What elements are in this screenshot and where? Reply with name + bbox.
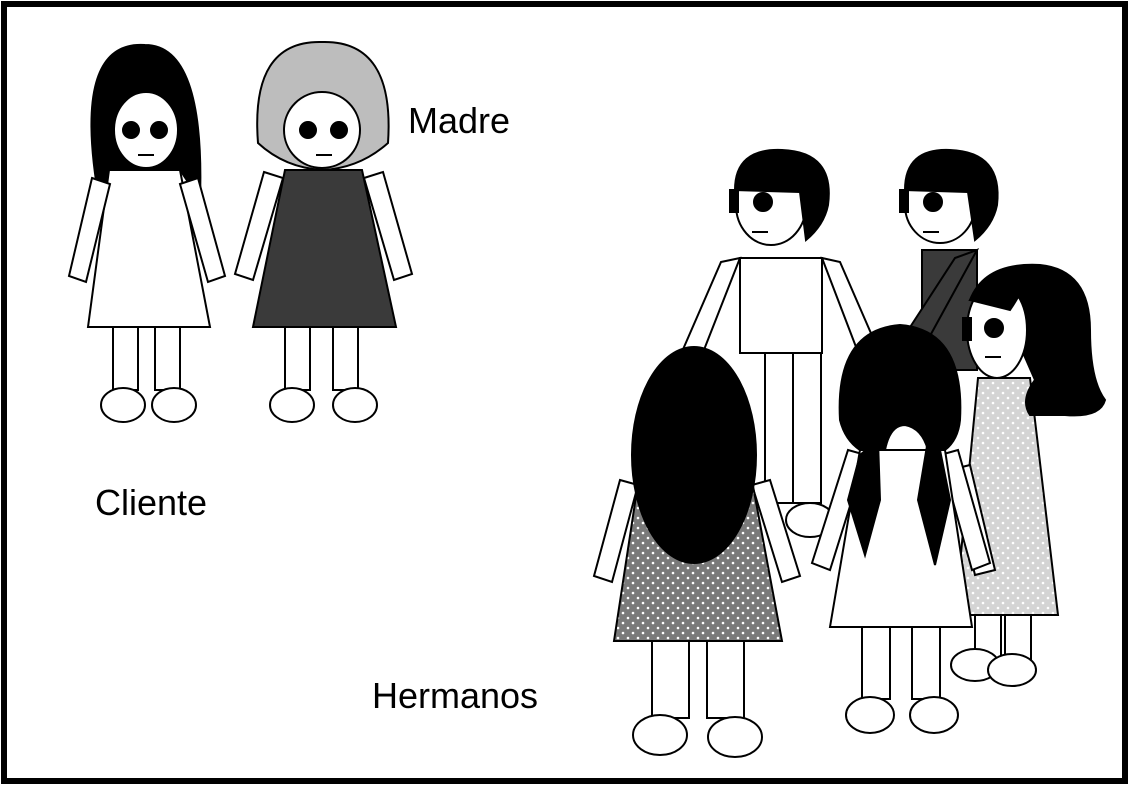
hermano-boy-dark-shirt [899, 148, 999, 371]
cliente-left-leg [112, 326, 139, 391]
cliente-left-foot [100, 387, 146, 423]
hermana-dark-dress-hair [631, 346, 757, 564]
cliente-right-foot [151, 387, 197, 423]
madre-face [283, 91, 361, 169]
madre-left-foot [269, 387, 315, 423]
madre-figure [233, 40, 414, 423]
madre-right-foot [332, 387, 378, 423]
cliente-fringe [112, 65, 180, 95]
left-braid [846, 437, 882, 559]
madre-dress [251, 169, 398, 328]
hermano-boy-white-shirt [679, 148, 882, 538]
madre-right-leg [332, 326, 359, 391]
madre-right-arm [362, 170, 414, 282]
cliente-face [113, 91, 179, 169]
madre-label: Madre [408, 100, 510, 141]
right-braid [916, 438, 952, 566]
cliente-figure [67, 43, 227, 423]
hermana-dark-dress [592, 346, 802, 758]
hermanos-label: Hermanos [372, 675, 538, 716]
hermana-white-dress [810, 323, 992, 734]
madre-left-arm [233, 170, 285, 282]
cliente-left-arm [67, 176, 112, 284]
cliente-label: Cliente [95, 482, 207, 523]
madre-left-leg [284, 326, 311, 391]
cliente-dress [86, 169, 212, 328]
cliente-right-leg [154, 326, 181, 391]
cliente-right-arm [178, 176, 227, 284]
